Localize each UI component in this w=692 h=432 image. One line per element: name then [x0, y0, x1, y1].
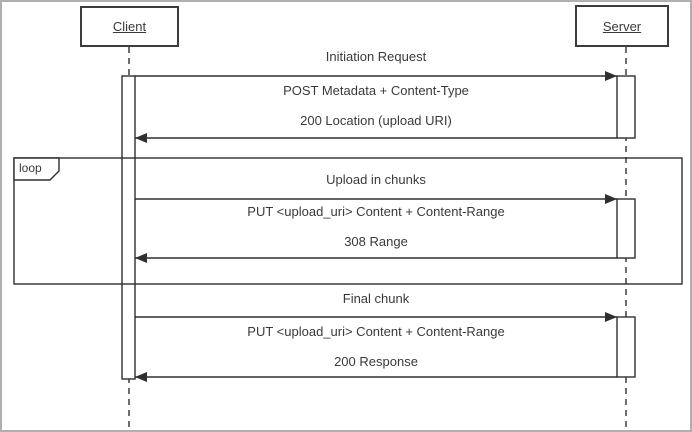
request-label-final: PUT <upload_uri> Content + Content-Range	[247, 324, 505, 339]
request-label-chunks: PUT <upload_uri> Content + Content-Range	[247, 204, 505, 219]
loop-operator-label: loop	[19, 161, 42, 175]
flow-title-initiation: Initiation Request	[325, 49, 427, 64]
actor-label-server: Server	[602, 18, 642, 34]
actor-box-client: Client	[80, 6, 179, 47]
flow-title-chunks: Upload in chunks	[326, 172, 426, 187]
actor-box-server: Server	[575, 5, 669, 47]
client-activation-bar	[121, 75, 136, 380]
response-label-final: 200 Response	[334, 354, 418, 369]
server-activation-bar-loop	[616, 198, 636, 259]
loop-operator-pentagon	[13, 157, 60, 181]
flow-title-final: Final chunk	[342, 291, 410, 306]
actor-label-client: Client	[112, 19, 147, 34]
loop-fragment-frame	[13, 157, 683, 285]
server-activation-bar-initiation	[616, 75, 636, 139]
response-label-initiation: 200 Location (upload URI)	[300, 113, 452, 128]
server-activation-bar-final	[616, 316, 636, 378]
request-label-initiation: POST Metadata + Content-Type	[283, 83, 469, 98]
response-label-chunks: 308 Range	[344, 234, 408, 249]
